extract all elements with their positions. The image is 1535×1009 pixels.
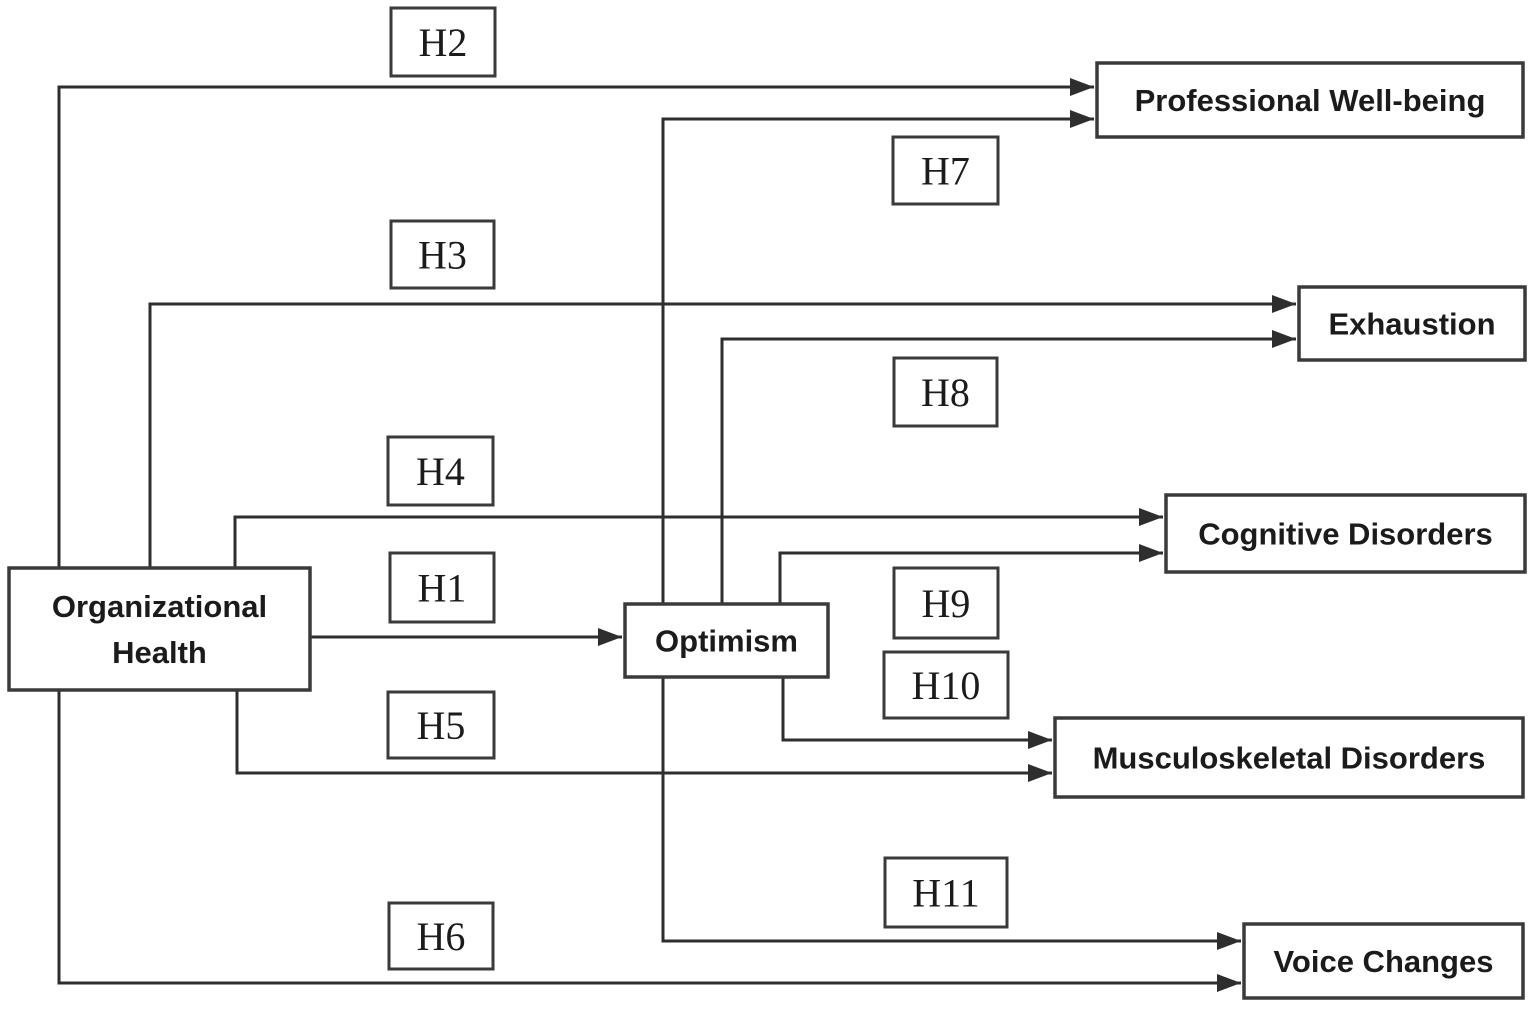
h6-label-box-outline [387,901,495,971]
h10-label-box-outline [882,650,1010,720]
edge-arrow-h6 [57,690,1241,992]
cognitive-disorders-box-text: Cognitive Disorders [1198,517,1493,552]
h2-label-box-text: H2 [419,20,468,65]
musculoskeletal-disorders-box-outline [1053,716,1525,799]
optimism-box-outline [623,602,830,679]
h3-label-box: H3 [389,219,496,290]
h3-label-box-outline [389,219,496,290]
h8-label-box-text: H8 [921,370,970,415]
voice-changes-box: Voice Changes [1242,922,1525,1000]
h5-label-box: H5 [386,690,496,760]
h4-label-box-text: H4 [416,449,465,494]
h11-label-box-outline [883,856,1009,929]
h10-label-box-text: H10 [912,663,981,708]
h2-label-box-outline [389,6,497,78]
h11-label-box: H11 [883,856,1009,929]
cognitive-disorders-box: Cognitive Disorders [1164,493,1527,574]
edge-arrow-h3 [148,295,1296,568]
cognitive-disorders-box-outline [1164,493,1527,574]
h9-label-box: H9 [892,566,1000,640]
optimism-box: Optimism [623,602,830,679]
edge-arrow-h8 [720,330,1296,604]
h11-label-box-text: H11 [912,871,979,916]
h9-label-box-text: H9 [922,581,971,626]
exhaustion-box: Exhaustion [1297,285,1527,362]
exhaustion-box-outline [1297,285,1527,362]
h1-label-box: H1 [388,551,496,624]
edge-arrow-h11 [661,677,1241,950]
professional-well-being-box: Professional Well-being [1095,61,1525,139]
h1-label-box-text: H1 [418,566,467,611]
h7-label-box-outline [891,135,1000,206]
edge-arrow-h4 [233,508,1163,568]
h6-label-box: H6 [387,901,495,971]
exhaustion-box-text: Exhaustion [1328,307,1495,342]
h9-label-box-outline [892,566,1000,640]
edge-arrow-h10 [781,677,1052,749]
h7-label-box-text: H7 [921,149,970,194]
h8-label-box: H8 [892,356,999,428]
edge-layer [57,78,1296,992]
edge-arrow-h2 [57,78,1094,568]
h4-label-box-outline [386,435,495,507]
h8-label-box-outline [892,356,999,428]
h10-label-box: H10 [882,650,1010,720]
musculoskeletal-disorders-box-text: Musculoskeletal Disorders [1093,741,1486,776]
optimism-box-text: Optimism [655,624,798,659]
voice-changes-box-text: Voice Changes [1274,944,1494,979]
voice-changes-box-outline [1242,922,1525,1000]
h5-label-box-outline [386,690,496,760]
h1-label-box-outline [388,551,496,624]
h4-label-box: H4 [386,435,495,507]
professional-well-being-box-outline [1095,61,1525,139]
h5-label-box-text: H5 [417,703,466,748]
edge-arrow-h7 [661,110,1094,604]
organizational-health-box-outline [7,566,312,692]
h7-label-box: H7 [891,135,1000,206]
edge-arrow-h5 [235,690,1052,782]
professional-well-being-box-text: Professional Well-being [1135,83,1486,118]
h2-label-box: H2 [389,6,497,78]
h3-label-box-text: H3 [418,233,467,278]
h6-label-box-text: H6 [417,914,466,959]
musculoskeletal-disorders-box: Musculoskeletal Disorders [1053,716,1525,799]
edge-arrow-h9 [778,544,1163,604]
